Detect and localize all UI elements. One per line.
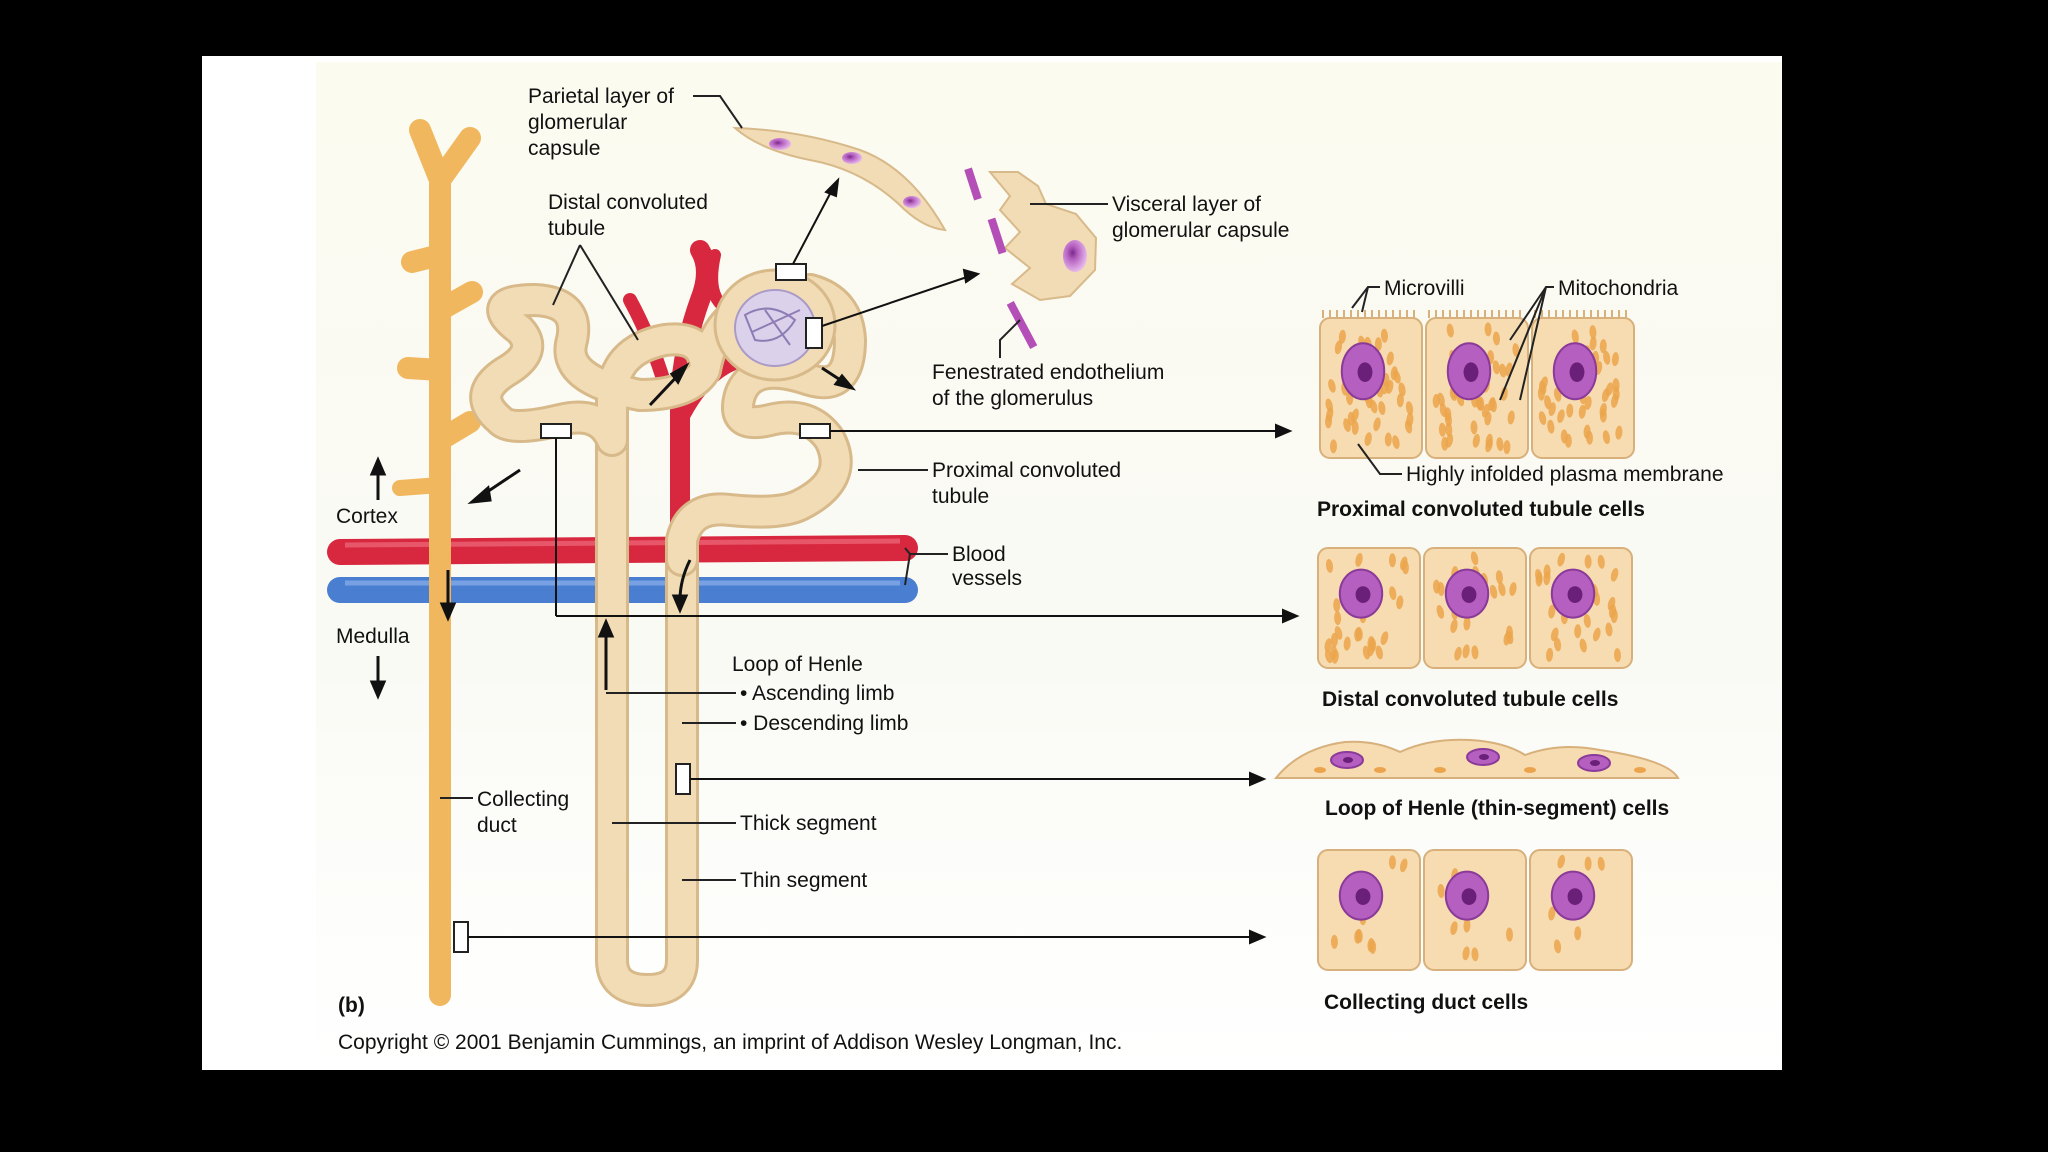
parietal-layer-enlargement (732, 126, 947, 232)
label-loop-title: Loop of Henle (732, 653, 863, 676)
nephron-tubule (469, 273, 867, 1007)
label-descending: • Descending limb (740, 712, 908, 735)
label-visceral-2: glomerular capsule (1112, 219, 1289, 242)
label-medulla: Medulla (336, 625, 410, 648)
visceral-layer-enlargement (964, 167, 1098, 349)
label-fenestrated-2: of the glomerulus (932, 387, 1093, 410)
panel-letter: (b) (338, 994, 365, 1017)
caption-dct-cells: Distal convoluted tubule cells (1322, 688, 1618, 711)
label-blood-1: Blood (952, 543, 1006, 566)
label-proximal-1: Proximal convoluted (932, 459, 1121, 482)
label-infolded: Highly infolded plasma membrane (1406, 463, 1724, 486)
pct-cell-row (1319, 310, 1635, 459)
flow-arrows[interactable] (439, 362, 857, 690)
pointer-lines (468, 177, 1300, 945)
label-mitochondria: Mitochondria (1558, 277, 1679, 300)
caption-loop-cells: Loop of Henle (thin-segment) cells (1325, 797, 1669, 820)
caption-cd-cells: Collecting duct cells (1324, 991, 1528, 1014)
label-thin: Thin segment (740, 869, 867, 892)
caption-pct-cells: Proximal convoluted tubule cells (1317, 498, 1645, 521)
label-distal-1: Distal convoluted (548, 191, 708, 214)
label-ascending: • Ascending limb (740, 682, 894, 705)
label-fenestrated-1: Fenestrated endothelium (932, 361, 1164, 384)
loop-cell-row (1273, 738, 1680, 779)
dct-cell-row (1317, 547, 1633, 669)
label-thick: Thick segment (740, 812, 877, 835)
label-blood-2: vessels (952, 567, 1022, 590)
label-visceral-1: Visceral layer of (1112, 193, 1261, 216)
label-parietal-2: glomerular (528, 111, 627, 134)
label-parietal-3: capsule (528, 137, 600, 160)
label-microvilli: Microvilli (1384, 277, 1465, 300)
label-collecting-1: Collecting (477, 788, 569, 811)
labels: Parietal layer of glomerular capsule Dis… (336, 85, 1724, 1054)
region-arrows (369, 456, 387, 700)
label-collecting-2: duct (477, 814, 517, 837)
copyright: Copyright © 2001 Benjamin Cummings, an i… (338, 1031, 1122, 1054)
label-distal-2: tubule (548, 217, 605, 240)
collecting-duct (392, 119, 483, 1006)
label-cortex: Cortex (336, 505, 398, 528)
cd-cell-row (1317, 849, 1633, 971)
cell-illustrations (1273, 310, 1680, 971)
callout-boxes (453, 263, 831, 953)
label-parietal-1: Parietal layer of (528, 85, 674, 108)
label-proximal-2: tubule (932, 485, 989, 508)
